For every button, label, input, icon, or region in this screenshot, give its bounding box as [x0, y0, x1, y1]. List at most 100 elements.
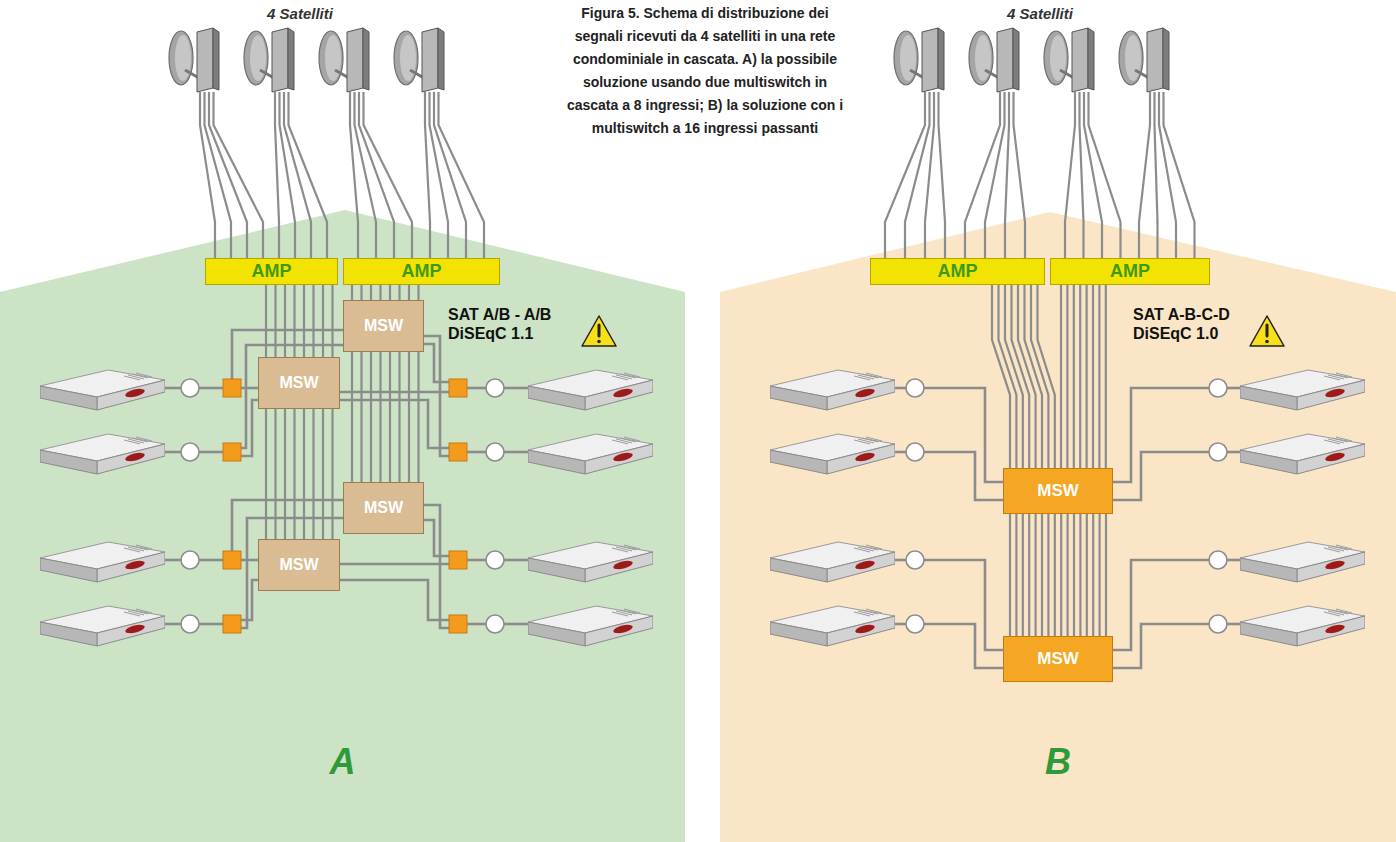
coax-cable — [389, 285, 391, 300]
wall-outlet — [181, 551, 199, 569]
coax-cable — [379, 352, 381, 482]
coax-cable — [1066, 514, 1068, 636]
wall-outlet — [906, 615, 924, 633]
coax-cable — [241, 580, 258, 620]
satellite-dish — [319, 28, 369, 92]
warning-sign — [598, 325, 601, 336]
coax-cable — [417, 285, 419, 300]
coax-cable — [340, 580, 449, 620]
coax-cable — [1159, 92, 1176, 258]
coax-cable — [1105, 285, 1107, 468]
cable-bundle — [1010, 514, 1106, 636]
coax-cable — [398, 285, 400, 300]
amplifier-label: AMP — [938, 261, 978, 282]
coax-cable — [312, 285, 314, 357]
coax-cable — [340, 400, 449, 448]
diseqc-switch — [449, 615, 467, 633]
coax-cable — [408, 285, 410, 300]
coax-cable — [1014, 92, 1026, 258]
coax-cable — [1086, 514, 1088, 636]
satellite-count-label: 4 Satelliti — [980, 4, 1100, 23]
coax-cable — [1113, 388, 1209, 482]
satellite-receiver — [770, 370, 895, 410]
warning-sign — [1250, 316, 1284, 346]
coax-cable — [1009, 514, 1011, 636]
coax-cable — [389, 352, 391, 482]
coax-cable — [398, 352, 400, 482]
satellite-dish — [894, 28, 944, 92]
cable-bundle — [352, 352, 419, 482]
panel-letter: A — [0, 742, 685, 782]
coax-cable — [1089, 92, 1121, 258]
figure-caption: Figura 5. Schema di distribuzione dei se… — [560, 2, 850, 140]
coax-cable — [1113, 624, 1209, 668]
satellite-dish — [394, 28, 444, 92]
coax-cable — [1098, 285, 1100, 468]
diseqc-switch — [223, 443, 241, 461]
coax-cable — [1085, 285, 1087, 468]
coax-cable — [303, 285, 305, 357]
diseqc-switch — [223, 551, 241, 569]
cable-bundle — [1061, 285, 1106, 468]
multiswitch-label: MSW — [364, 317, 403, 335]
diseqc-switch — [449, 443, 467, 461]
warning-sign — [597, 340, 601, 344]
satellite-dish — [1044, 28, 1094, 92]
coax-cable — [424, 344, 449, 382]
amplifier-label: AMP — [252, 261, 292, 282]
coax-cable — [1025, 285, 1043, 468]
coax-cable — [360, 285, 362, 300]
coax-cable — [424, 505, 449, 628]
satellite-receiver — [40, 370, 1365, 646]
coax-cable — [1139, 92, 1150, 258]
coax-cable — [1028, 514, 1030, 636]
coax-cable — [289, 92, 328, 258]
warning-sign — [582, 316, 616, 346]
multiswitch-box: MSW — [1003, 468, 1113, 514]
coax-cable — [340, 563, 449, 566]
coax-cable — [467, 559, 486, 562]
multiswitch-label: MSW — [364, 499, 403, 517]
coax-cable — [467, 387, 486, 390]
coax-cable — [924, 624, 1003, 668]
coax-cable — [1005, 92, 1009, 258]
satellite-receiver — [40, 606, 165, 646]
coax-cable — [265, 409, 267, 539]
coax-cable — [1092, 514, 1094, 636]
coax-cable — [199, 451, 223, 454]
wall-outlet — [1209, 379, 1227, 397]
coax-cable — [985, 92, 1005, 258]
coax-cable — [1047, 514, 1049, 636]
coax-cable — [1015, 514, 1017, 636]
multiswitch-box: MSW — [1003, 636, 1113, 682]
coax-cable — [199, 559, 223, 562]
warning-sign — [1266, 325, 1269, 336]
satellite-dish — [169, 28, 219, 92]
panel-letter: B — [720, 742, 1396, 782]
building-panel: AAMPAMPMSWMSWMSWMSW — [0, 210, 685, 842]
coax-cable — [274, 285, 276, 357]
cable-bundle — [352, 285, 419, 300]
satellite-dish — [244, 28, 294, 92]
cable-bundle — [992, 285, 1055, 468]
coax-cable — [293, 409, 295, 539]
multiswitch-label: MSW — [279, 374, 318, 392]
coax-cable — [312, 409, 314, 539]
diseqc-switch — [449, 379, 467, 397]
satellite-receiver — [770, 434, 895, 474]
coax-cable — [284, 285, 286, 357]
coax-cable — [322, 285, 324, 357]
coax-cable — [1066, 285, 1068, 468]
satellite-receiver — [528, 542, 653, 582]
amplifier-box: AMP — [205, 258, 338, 285]
diseqc-switch — [449, 551, 467, 569]
coax-cable — [1022, 514, 1024, 636]
coax-cable — [241, 345, 343, 448]
diseqc-note: SAT A-B-C-D DiSEqC 1.0 — [1133, 305, 1247, 343]
coax-cable — [924, 560, 1003, 650]
coax-cable — [424, 520, 449, 556]
satellite-receiver — [770, 542, 895, 582]
coax-cable — [408, 352, 410, 482]
wall-outlet — [906, 443, 924, 461]
coax-cable — [364, 92, 413, 258]
